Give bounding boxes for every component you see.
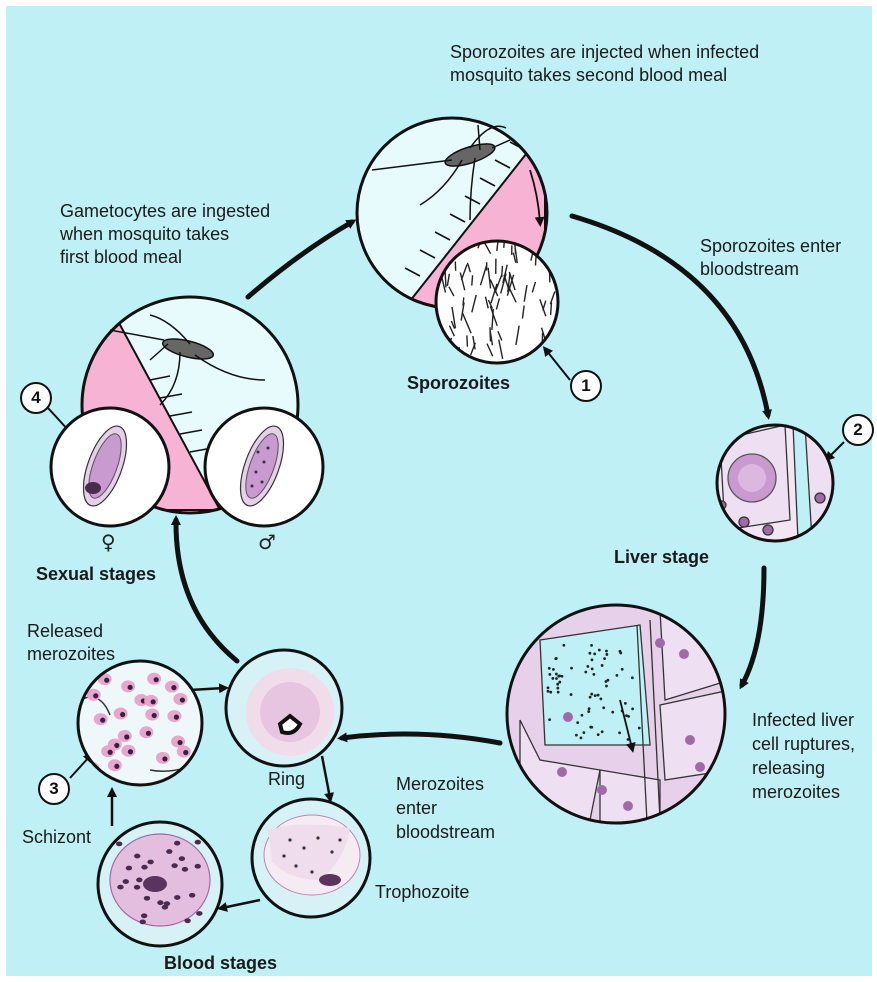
gametocytes-ingested-line-3: first blood meal bbox=[60, 246, 270, 269]
female-gametocyte-inset bbox=[51, 408, 169, 526]
arrow-to-liver-big bbox=[742, 568, 764, 685]
step-number-4: 4 bbox=[20, 382, 52, 414]
gametocytes-ingested-line-1: Gametocytes are ingested bbox=[60, 200, 270, 223]
step-number-2: 2 bbox=[842, 414, 874, 446]
trophozoite-circle bbox=[252, 799, 370, 917]
blood-stages-label: Blood stages bbox=[164, 952, 277, 975]
arrow-trophozoite-to-schizont bbox=[222, 900, 260, 908]
sporozoites-injected-line-2: mosquito takes second blood meal bbox=[450, 64, 759, 87]
infected-liver-line-3: releasing bbox=[752, 756, 855, 780]
gametocytes-ingested-line-2: when mosquito takes bbox=[60, 223, 270, 246]
arrow-merozoites-to-ring bbox=[190, 688, 224, 690]
sporozoites-injected-text: Sporozoites are injected when infected m… bbox=[450, 41, 759, 87]
pointer-2 bbox=[828, 442, 844, 458]
infected-liver-line-4: merozoites bbox=[752, 780, 855, 804]
infected-liver-text: Infected liver cell ruptures, releasing … bbox=[752, 708, 855, 804]
ruptured-liver-circle bbox=[507, 600, 740, 825]
arrow-to-sexual-stages bbox=[176, 520, 237, 661]
trophozoite-label: Trophozoite bbox=[375, 881, 469, 904]
ring-circle bbox=[226, 650, 342, 766]
pointer-1 bbox=[546, 350, 570, 380]
sexual-stages-label: Sexual stages bbox=[36, 563, 156, 586]
infected-liver-line-1: Infected liver bbox=[752, 708, 855, 732]
infected-liver-line-2: cell ruptures, bbox=[752, 732, 855, 756]
arrow-ring-to-trophozoite bbox=[322, 756, 330, 798]
merozoites-enter-line-3: bloodstream bbox=[396, 820, 495, 844]
male-gametocyte-inset bbox=[205, 408, 323, 526]
step-number-1: 1 bbox=[570, 370, 602, 402]
liver-stage-circle bbox=[717, 425, 840, 541]
released-merozoites-line-1: Released bbox=[27, 620, 115, 643]
step-number-3: 3 bbox=[38, 773, 70, 805]
merozoites-enter-line-2: enter bbox=[396, 796, 495, 820]
schizont-label: Schizont bbox=[22, 826, 91, 849]
arrow-to-ring bbox=[342, 734, 500, 743]
gametocytes-ingested-text: Gametocytes are ingested when mosquito t… bbox=[60, 200, 270, 269]
female-symbol: ♀ bbox=[101, 530, 116, 554]
sporozoites-injected-line-1: Sporozoites are injected when infected bbox=[450, 41, 759, 64]
merozoites-enter-text: Merozoites enter bloodstream bbox=[396, 772, 495, 844]
ring-label: Ring bbox=[268, 768, 305, 791]
sporozoites-enter-line-1: Sporozoites enter bbox=[700, 235, 841, 258]
released-merozoites-circle bbox=[78, 661, 205, 785]
sporozoites-enter-line-2: bloodstream bbox=[700, 258, 841, 281]
liver-stage-label: Liver stage bbox=[614, 546, 709, 569]
sporozoites-enter-text: Sporozoites enter bloodstream bbox=[700, 235, 841, 281]
sporozoites-label: Sporozoites bbox=[407, 372, 510, 395]
released-merozoites-line-2: merozoites bbox=[27, 643, 115, 666]
pointer-3 bbox=[70, 756, 90, 778]
male-symbol: ♂ bbox=[258, 530, 276, 554]
schizont-circle bbox=[98, 822, 222, 946]
released-merozoites-text: Released merozoites bbox=[27, 620, 115, 666]
merozoites-enter-line-1: Merozoites bbox=[396, 772, 495, 796]
